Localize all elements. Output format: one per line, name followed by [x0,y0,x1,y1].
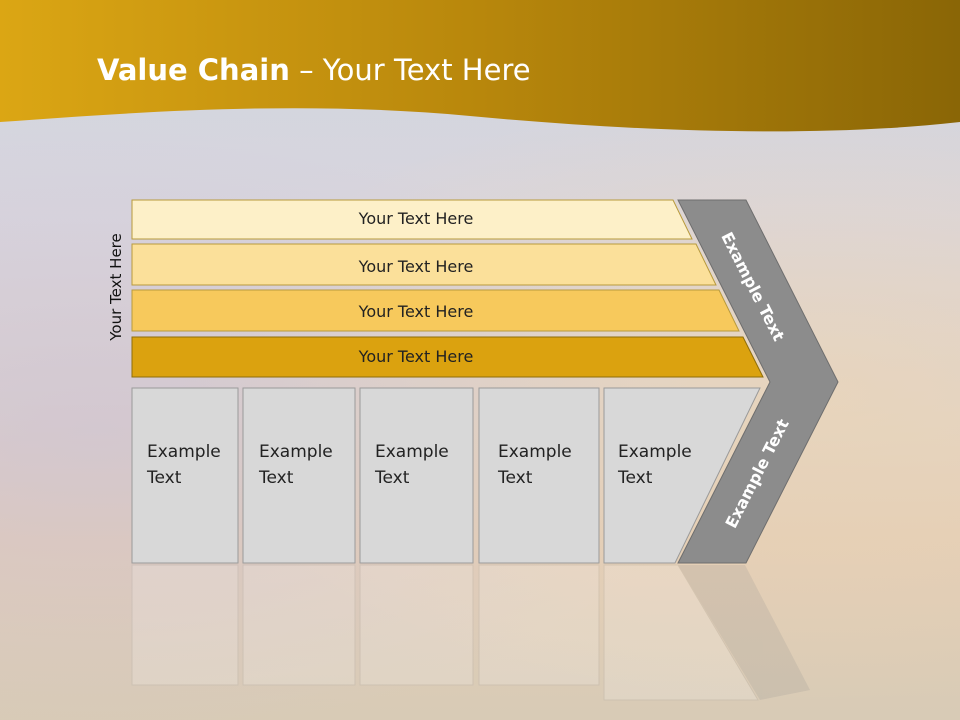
activity-box-5 [603,387,761,564]
bar-shape-4 [131,336,764,378]
slide-title: Value Chain – Your Text Here [97,53,531,87]
bar-shape-2 [131,243,717,286]
header-banner [0,0,960,132]
activity-label-1-line1: Example [147,442,221,462]
activity-label-3-line2: Text [375,468,410,488]
bar-shape-3 [131,289,740,332]
activity-box-1 [131,387,239,564]
activity-label-2-line1: Example [259,442,333,462]
bar-label-2: Your Text Here [358,257,474,276]
activity-label-5-line1: Example [618,442,692,462]
activity-label-1-line2: Text [147,468,182,488]
activity-label-2-line2: Text [259,468,294,488]
bar-label-1: Your Text Here [358,209,474,228]
reflection-group [131,564,810,701]
bar-label-3: Your Text Here [358,302,474,321]
bar-shape-1 [131,199,693,240]
activity-box-3 [359,387,474,564]
title-rest: – Your Text Here [289,53,531,87]
title-bold: Value Chain [97,53,290,87]
activity-label-3-line1: Example [375,442,449,462]
activity-label-5-line2: Text [618,468,653,488]
activity-label-4-line2: Text [498,468,533,488]
margin-chevron [677,199,839,564]
activity-box-2 [242,387,356,564]
activity-box-4 [478,387,600,564]
bar-label-4: Your Text Here [358,347,474,366]
activity-label-4-line1: Example [498,442,572,462]
